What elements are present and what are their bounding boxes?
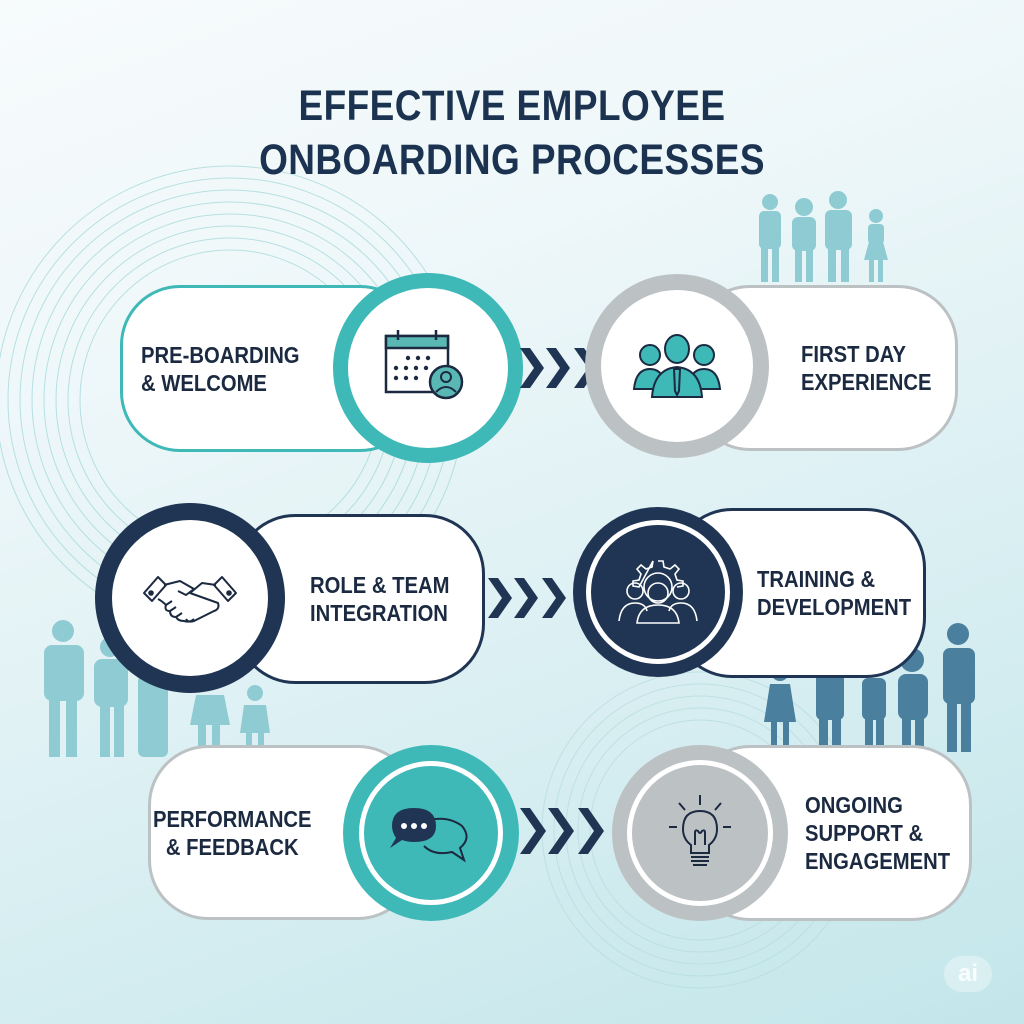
calendar-user-icon (384, 330, 464, 400)
step-label: TRAINING & DEVELOPMENT (757, 566, 912, 620)
page-title-line-2: ONBOARDING PROCESSES (259, 136, 765, 184)
step-label: PERFORMANCE & FEEDBACK (153, 805, 312, 860)
gear-people-icon (618, 560, 698, 624)
step-label: PRE-BOARDING & WELCOME (141, 341, 300, 396)
step-label: FIRST DAY EXPERIENCE (801, 341, 932, 395)
handshake-icon (143, 576, 237, 623)
step-circle-role-team (95, 503, 285, 693)
step-label: ROLE & TEAM INTEGRATION (310, 572, 450, 626)
team-people-icon (632, 334, 722, 398)
people-group-top-right-icon (759, 191, 888, 282)
triple-chevron-right-icon (520, 808, 604, 854)
step-circle-performance (343, 745, 519, 921)
step-circle-training (573, 507, 743, 677)
step-circle-ongoing-support (612, 745, 788, 921)
page-title-line-1: EFFECTIVE EMPLOYEE (298, 82, 726, 130)
lightbulb-icon (669, 795, 731, 866)
step-circle-pre-boarding (333, 273, 523, 463)
step-label: ONGOING SUPPORT & ENGAGEMENT (805, 792, 951, 874)
watermark-badge: ai (944, 956, 992, 992)
triple-chevron-right-icon (488, 578, 566, 618)
chat-bubbles-icon (390, 808, 468, 863)
step-circle-first-day (585, 274, 769, 458)
